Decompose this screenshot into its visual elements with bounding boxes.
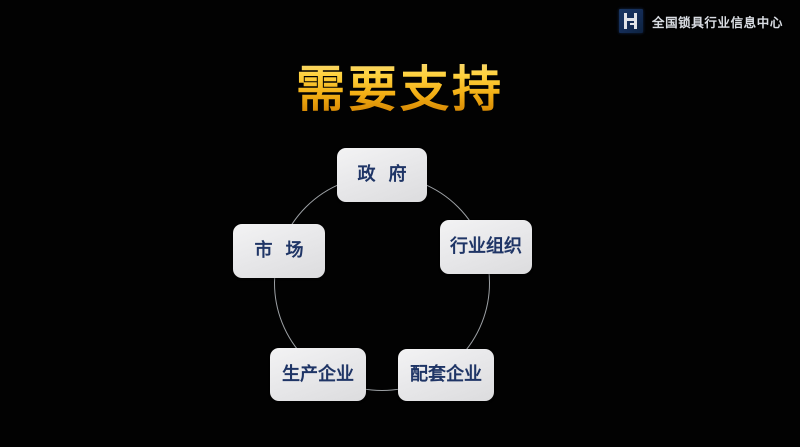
diagram-node-producer[interactable]: 生产企业 (270, 348, 366, 401)
slide-title: 需要支持 (0, 63, 800, 117)
diagram-node-supplier[interactable]: 配套企业 (398, 349, 494, 401)
diagram-node-label: 配套企业 (410, 364, 482, 385)
diagram-node-label: 生产企业 (282, 363, 354, 385)
diagram-node-government[interactable]: 政府 (337, 148, 427, 202)
watermark: 全国锁具行业信息中心 (618, 9, 783, 33)
diagram-node-label: 市场 (254, 240, 317, 261)
diagram-node-label: 行业组织 (450, 236, 522, 257)
h-logo-icon (618, 9, 643, 33)
watermark-text: 全国锁具行业信息中心 (651, 14, 783, 30)
diagram-node-label: 政府 (357, 164, 420, 185)
diagram-node-market[interactable]: 市场 (233, 224, 325, 278)
diagram-node-industry[interactable]: 行业组织 (440, 220, 532, 274)
